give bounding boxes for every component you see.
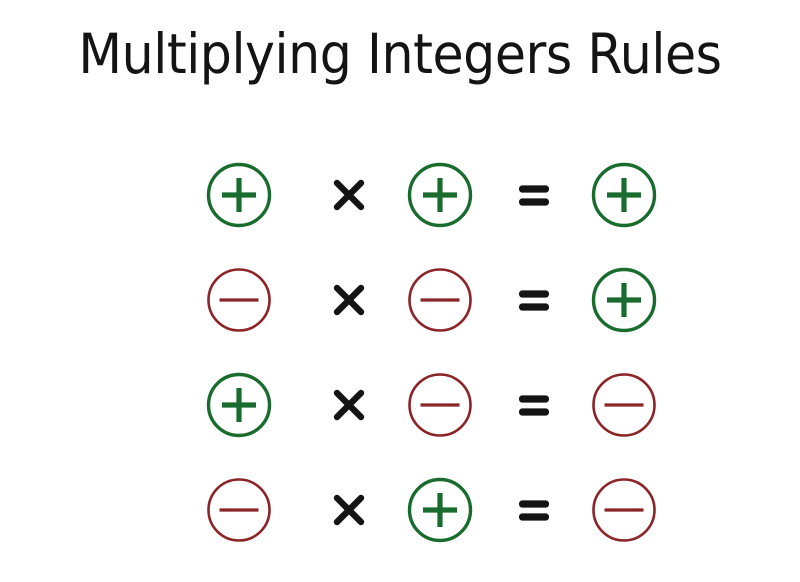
- multiply-slot: [308, 385, 390, 425]
- equals-slot: [490, 390, 578, 420]
- rule-row: [170, 265, 670, 335]
- operand-b-negative-sign-icon: [407, 267, 473, 333]
- operand-a-positive-sign-icon: [206, 372, 272, 438]
- operand-a-negative-sign-icon: [206, 477, 272, 543]
- result-slot: [578, 267, 670, 333]
- operand-a-slot: [170, 267, 308, 333]
- multiply-operator-icon: [329, 490, 369, 530]
- multiply-slot: [308, 280, 390, 320]
- equals-operator-icon: [515, 285, 553, 315]
- equals-operator-icon: [515, 180, 553, 210]
- operand-b-positive-sign-icon: [407, 162, 473, 228]
- operand-a-slot: [170, 477, 308, 543]
- result-negative-sign-icon: [591, 477, 657, 543]
- multiply-operator-icon: [329, 175, 369, 215]
- operand-b-positive-sign-icon: [407, 477, 473, 543]
- operand-b-slot: [390, 267, 490, 333]
- rule-row: [170, 370, 670, 440]
- operand-b-slot: [390, 372, 490, 438]
- result-positive-sign-icon: [591, 267, 657, 333]
- result-positive-sign-icon: [591, 162, 657, 228]
- multiply-operator-icon: [329, 280, 369, 320]
- rules-grid: [170, 160, 670, 545]
- operand-a-negative-sign-icon: [206, 267, 272, 333]
- operand-b-slot: [390, 477, 490, 543]
- operand-a-positive-sign-icon: [206, 162, 272, 228]
- page-title: Multiplying Integers Rules: [78, 22, 722, 86]
- result-slot: [578, 162, 670, 228]
- rule-row: [170, 475, 670, 545]
- multiply-operator-icon: [329, 385, 369, 425]
- operand-b-negative-sign-icon: [407, 372, 473, 438]
- multiply-slot: [308, 490, 390, 530]
- equals-slot: [490, 495, 578, 525]
- operand-a-slot: [170, 372, 308, 438]
- multiply-slot: [308, 175, 390, 215]
- result-negative-sign-icon: [591, 372, 657, 438]
- result-slot: [578, 372, 670, 438]
- operand-a-slot: [170, 162, 308, 228]
- result-slot: [578, 477, 670, 543]
- equals-operator-icon: [515, 495, 553, 525]
- equals-operator-icon: [515, 390, 553, 420]
- operand-b-slot: [390, 162, 490, 228]
- equals-slot: [490, 285, 578, 315]
- rule-row: [170, 160, 670, 230]
- equals-slot: [490, 180, 578, 210]
